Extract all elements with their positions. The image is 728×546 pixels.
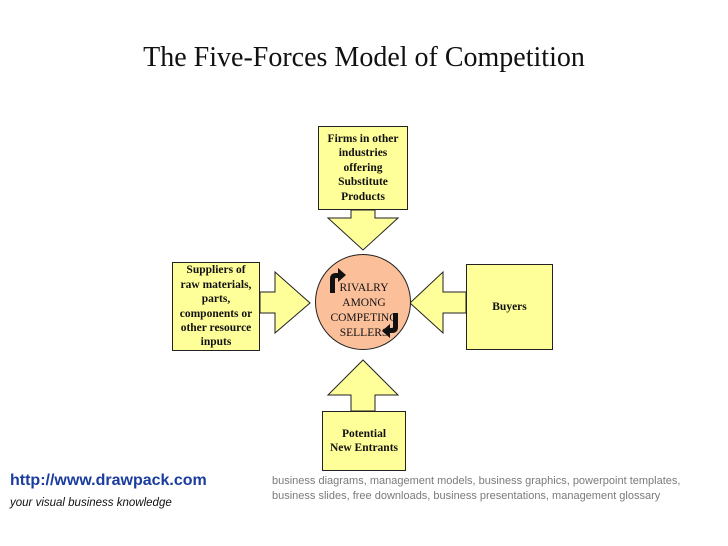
buyers-label: Buyers [492, 300, 527, 313]
substitutes-label: Firms in other industries offering Subst… [327, 133, 399, 203]
footer-keywords: business diagrams, management models, bu… [272, 475, 681, 503]
arrow-from-entrants [326, 359, 400, 412]
page-title: The Five-Forces Model of Competition [143, 42, 585, 73]
arrow-from-substitutes [326, 209, 400, 251]
arrow-from-suppliers [259, 270, 311, 335]
suppliers-label: Suppliers of raw materials, parts, compo… [179, 264, 253, 349]
footer-tagline: your visual business knowledge [10, 497, 172, 509]
rivalry-label: RIVALRY AMONG COMPETING SELLERS [330, 282, 398, 339]
entrants-label: Potential New Entrants [329, 427, 399, 454]
rivalry-circle: RIVALRY AMONG COMPETING SELLERS [315, 254, 411, 350]
rivalry-cycle-arrows-icon [330, 268, 398, 338]
suppliers-box: Suppliers of raw materials, parts, compo… [172, 262, 260, 351]
arrow-from-buyers [409, 270, 467, 335]
entrants-box: Potential New Entrants [322, 411, 406, 471]
substitutes-box: Firms in other industries offering Subst… [318, 126, 408, 210]
buyers-box: Buyers [466, 264, 553, 350]
footer-website-link[interactable]: http://www.drawpack.com [10, 472, 207, 489]
